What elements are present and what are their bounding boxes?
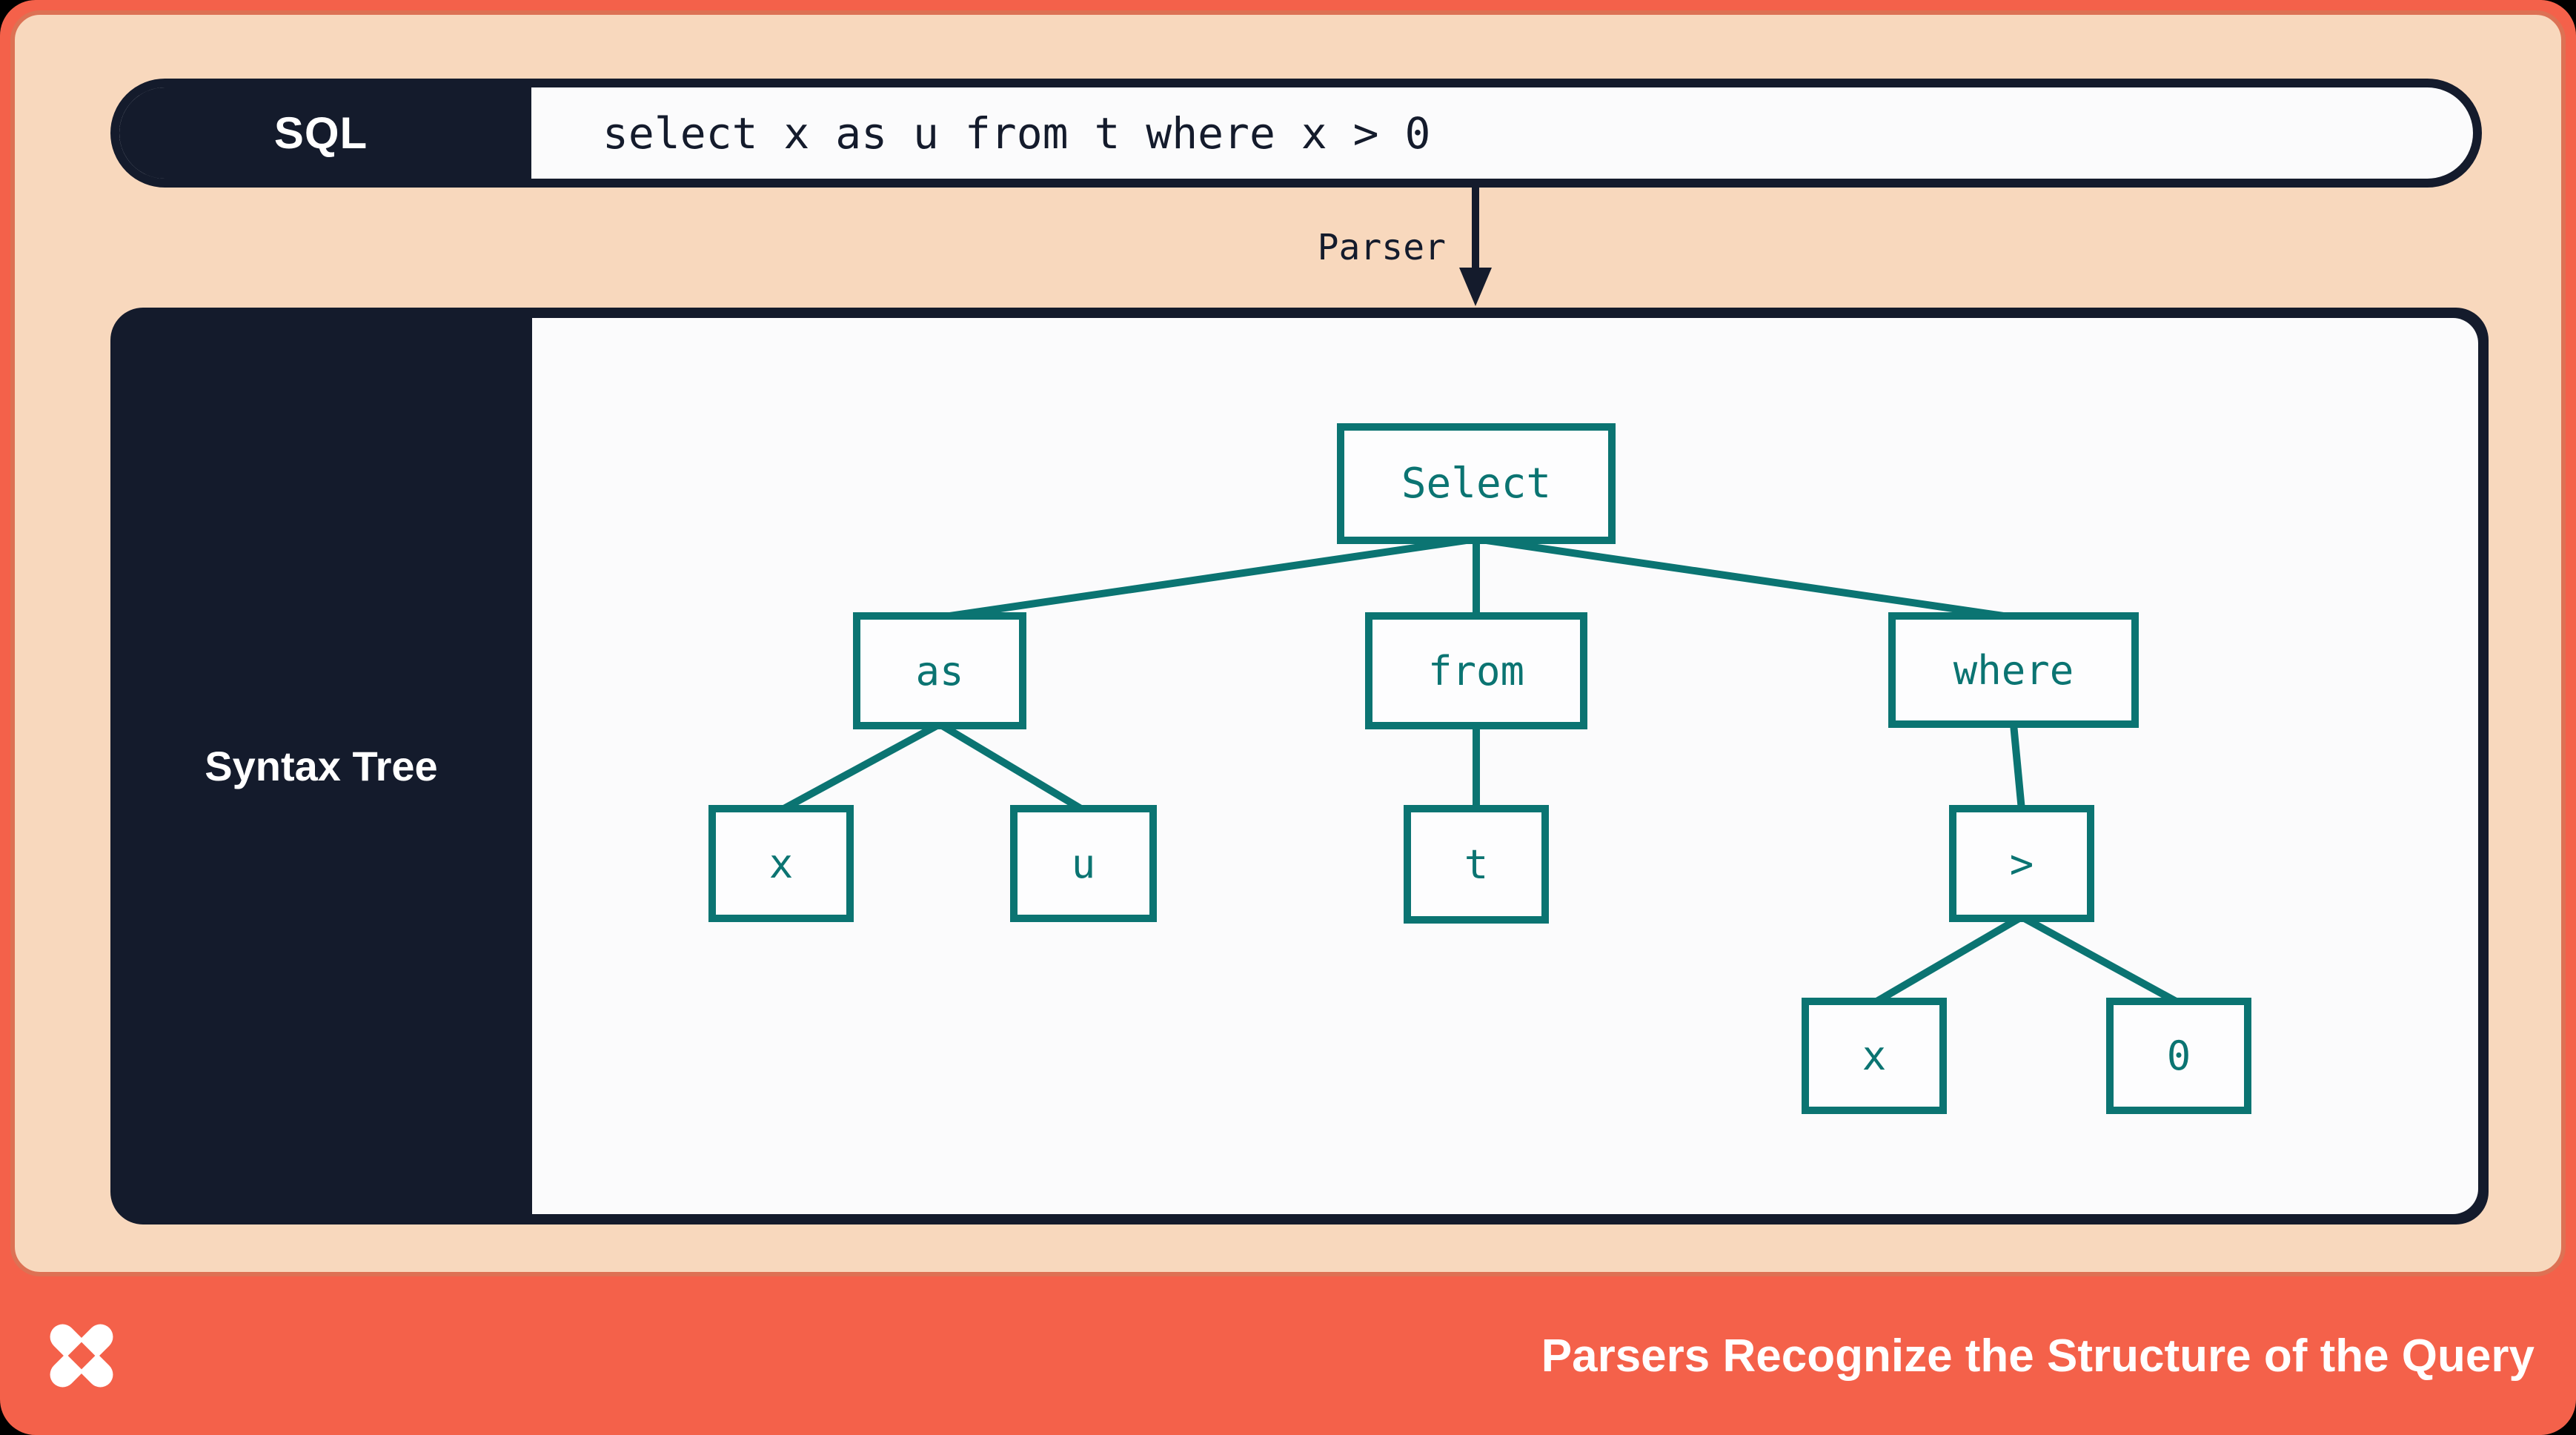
tree-node-zero: 0 [2106,998,2251,1114]
tree-node-x-alias: x [708,805,854,922]
parser-arrow-icon [1459,188,1492,306]
tree-node-x-operand: x [1802,998,1947,1114]
tree-node-select: Select [1337,423,1616,544]
tree-node-where: where [1888,612,2139,728]
tree-node-greater-than: > [1949,805,2094,922]
sql-query-text: select x as u from t where x > 0 [602,107,1431,159]
tree-edges [779,535,2181,1007]
content-panel: SQL select x as u from t where x > 0 Par… [10,10,2566,1276]
tree-node-u: u [1010,805,1157,922]
sql-bar: SQL select x as u from t where x > 0 [110,79,2482,188]
tree-node-from: from [1365,612,1587,729]
syntax-tree-box: Syntax Tree Select [110,308,2489,1224]
sql-bar-label: SQL [119,87,531,179]
syntax-tree-sidebar: Syntax Tree [110,308,532,1224]
parser-label: Parser [1317,227,1446,268]
footer-bar: Parsers Recognize the Structure of the Q… [0,1276,2576,1435]
syntax-tree-label: Syntax Tree [205,743,438,789]
footer-title: Parsers Recognize the Structure of the Q… [1541,1330,2534,1382]
tree-node-as: as [853,612,1026,729]
syntax-tree-canvas: Select as from where x u t > x 0 [532,318,2478,1214]
x-star-logo-icon [50,1324,113,1388]
tree-node-t: t [1404,805,1549,924]
